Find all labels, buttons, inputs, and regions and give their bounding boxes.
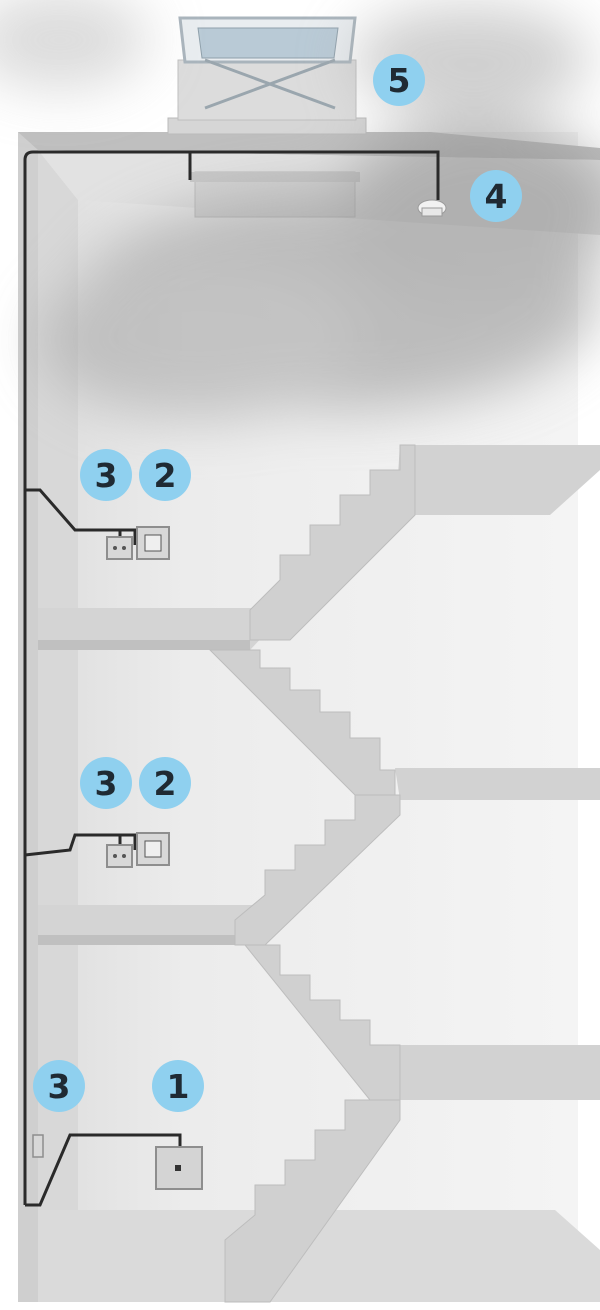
switch-icon bbox=[107, 537, 132, 559]
smoke-detector-icon bbox=[418, 200, 446, 216]
smoke-vent-icon bbox=[168, 18, 366, 134]
badge-smoke-vent: 5 bbox=[373, 54, 425, 106]
landing-low bbox=[395, 1045, 600, 1100]
left-wall bbox=[18, 132, 38, 1302]
switch-icon bbox=[33, 1135, 43, 1157]
badge-switch-floor2: 3 bbox=[80, 757, 132, 809]
badge-smoke-detector: 4 bbox=[470, 170, 522, 222]
switch-icon bbox=[107, 845, 132, 867]
call-point-icon bbox=[137, 527, 169, 559]
badge-control-panel: 1 bbox=[152, 1060, 204, 1112]
landing-mid bbox=[395, 768, 600, 800]
badge-call-point-floor2: 2 bbox=[139, 757, 191, 809]
badge-switch-floor1: 3 bbox=[33, 1060, 85, 1112]
badge-switch-floor3: 3 bbox=[80, 449, 132, 501]
call-point-icon bbox=[137, 833, 169, 865]
control-panel-icon bbox=[156, 1147, 202, 1189]
badge-call-point-floor3: 2 bbox=[139, 449, 191, 501]
